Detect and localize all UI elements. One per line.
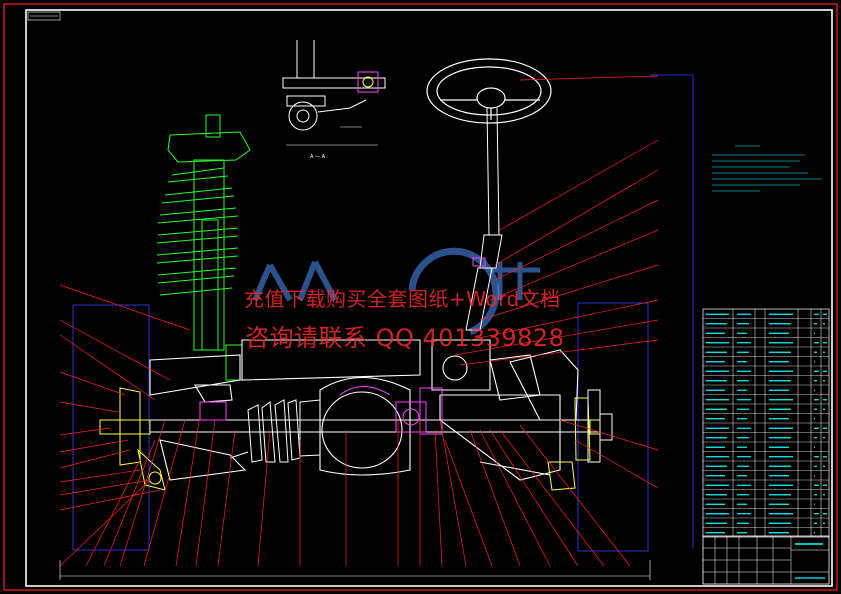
leader-line [469, 299, 659, 341]
drawing-frame [25, 9, 833, 587]
section-view-aa [282, 40, 386, 146]
leader-line [59, 284, 191, 331]
leader-line [489, 229, 659, 301]
leader-line [143, 419, 186, 567]
watermark-logo [252, 247, 540, 336]
leader-line [59, 479, 151, 567]
leader-line [439, 419, 467, 567]
leader-line [499, 429, 605, 567]
leader-line [454, 319, 659, 356]
leader-line [494, 169, 659, 266]
leader-line [519, 75, 659, 81]
bill-of-materials [702, 308, 830, 538]
leader-line [494, 199, 659, 281]
leader-line [257, 429, 271, 567]
leader-line [59, 401, 119, 413]
title-block [702, 535, 830, 585]
leader-line [469, 429, 521, 567]
leader-line [434, 429, 443, 567]
leader-line [59, 439, 129, 453]
technical-requirements [712, 145, 822, 192]
leader-line [499, 139, 659, 231]
title-stamp-box [27, 11, 61, 21]
leader-line [559, 419, 659, 451]
axle-assembly [149, 339, 600, 481]
right-flange [587, 389, 613, 463]
leader-line [59, 479, 151, 496]
steering-wheel-icon [426, 58, 552, 124]
leader-lines [59, 75, 659, 567]
leader-line [175, 414, 201, 567]
leader-line [59, 371, 126, 396]
leader-line [85, 459, 141, 567]
half-shaft-icon [247, 399, 321, 463]
leader-line [103, 439, 156, 567]
section-label-aa: A — A [310, 154, 326, 160]
differential-icon [199, 386, 443, 435]
leader-line [59, 319, 171, 381]
wheel-hub-icon [99, 387, 601, 491]
outer-border [3, 3, 838, 591]
leader-line [479, 264, 659, 321]
leader-line [217, 429, 236, 567]
leader-line [59, 427, 111, 436]
leader-line [59, 334, 156, 401]
leader-line [195, 419, 216, 567]
leader-line [59, 489, 161, 511]
leader-line [489, 429, 579, 567]
leader-line [444, 439, 493, 567]
leader-line [479, 429, 551, 567]
construction-lines [72, 74, 694, 552]
strut-spring-icon [156, 114, 251, 381]
leader-line [459, 339, 659, 366]
leader-line [59, 469, 141, 483]
steering-column [465, 107, 503, 331]
leader-line [574, 439, 659, 489]
overall-dimension [59, 560, 651, 580]
leader-line [59, 449, 131, 469]
leader-line [119, 419, 166, 567]
leader-line [519, 424, 631, 567]
